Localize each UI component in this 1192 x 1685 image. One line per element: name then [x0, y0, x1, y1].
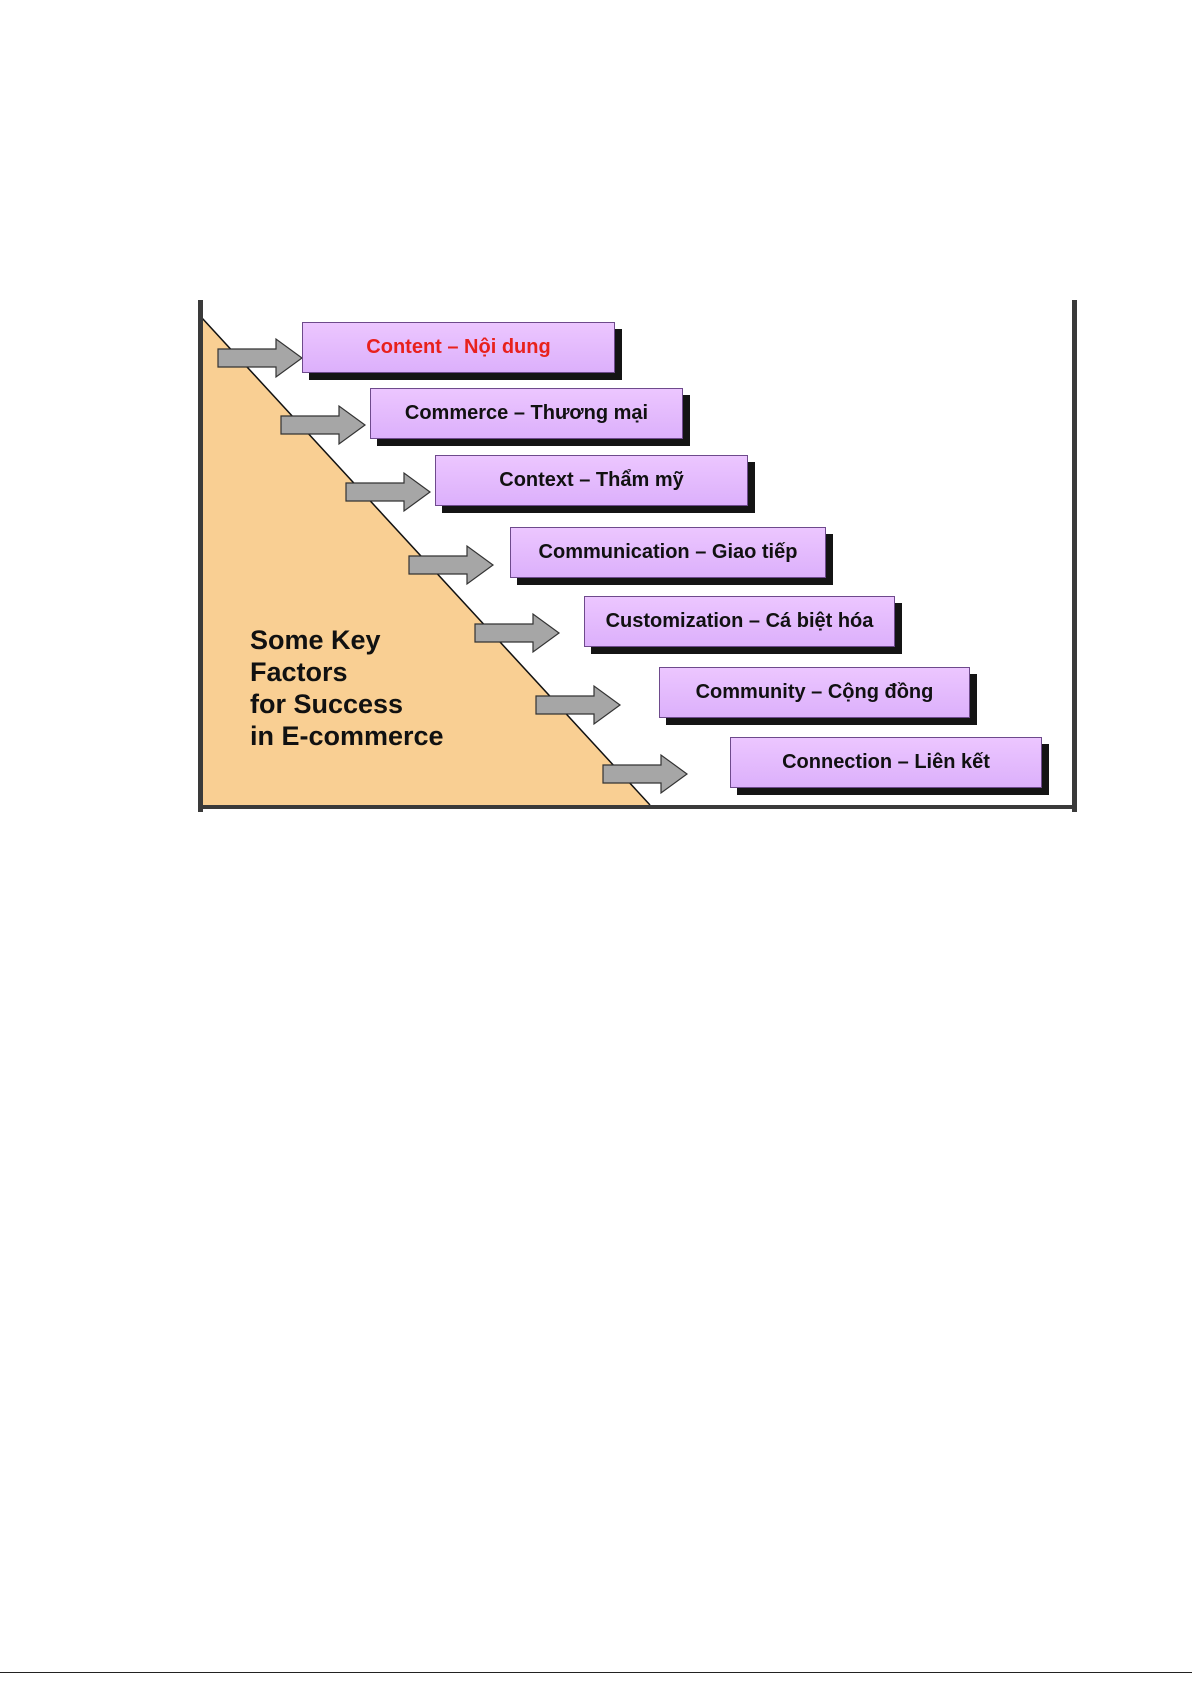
frame-right-border — [1072, 300, 1077, 812]
diagram-caption: Some Key Factors for Success in E-commer… — [250, 624, 444, 752]
caption-line: Some Key — [250, 624, 444, 656]
frame-left-border — [198, 300, 203, 812]
caption-line: for Success — [250, 688, 444, 720]
caption-line: Factors — [250, 656, 444, 688]
factor-box: Customization – Cá biệt hóa — [584, 596, 895, 647]
factor-box: Communication – Giao tiếp — [510, 527, 826, 578]
factor-box: Commerce – Thương mại — [370, 388, 683, 439]
page-footer-rule — [0, 1672, 1192, 1673]
frame-bottom-border — [198, 805, 1077, 809]
factor-box: Connection – Liên kết — [730, 737, 1042, 788]
factor-box: Community – Cộng đồng — [659, 667, 970, 718]
factor-box: Content – Nội dung — [302, 322, 615, 373]
factor-box: Context – Thẩm mỹ — [435, 455, 748, 506]
caption-line: in E-commerce — [250, 720, 444, 752]
